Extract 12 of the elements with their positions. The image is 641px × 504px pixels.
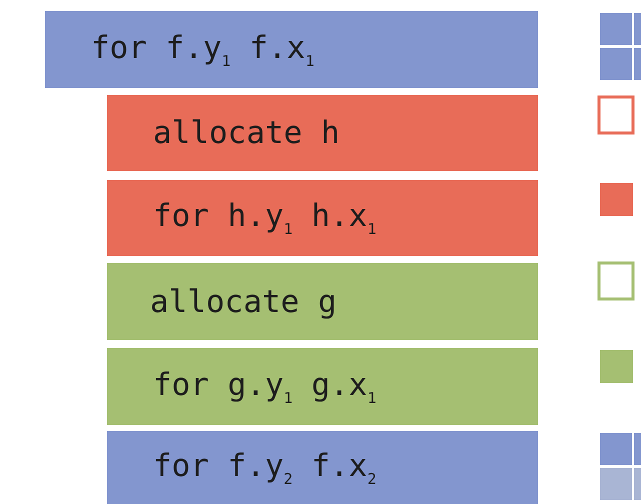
code-line: for f.y$_{2}$ f.x$_{2}$ [153,448,376,488]
code-line: allocate g [150,284,337,320]
code-band [107,95,538,171]
code-band [45,11,538,88]
code-band [107,431,538,504]
code-band [107,348,538,425]
code-line: for f.y$_{1}$ f.x$_{1}$ [91,30,314,70]
code-line: for g.y$_{1}$ g.x$_{1}$ [153,366,376,406]
code-line: allocate h [153,115,340,151]
code-band [107,180,538,256]
code-band [107,263,538,340]
code-line: for h.y$_{1}$ h.x$_{1}$ [153,198,376,238]
